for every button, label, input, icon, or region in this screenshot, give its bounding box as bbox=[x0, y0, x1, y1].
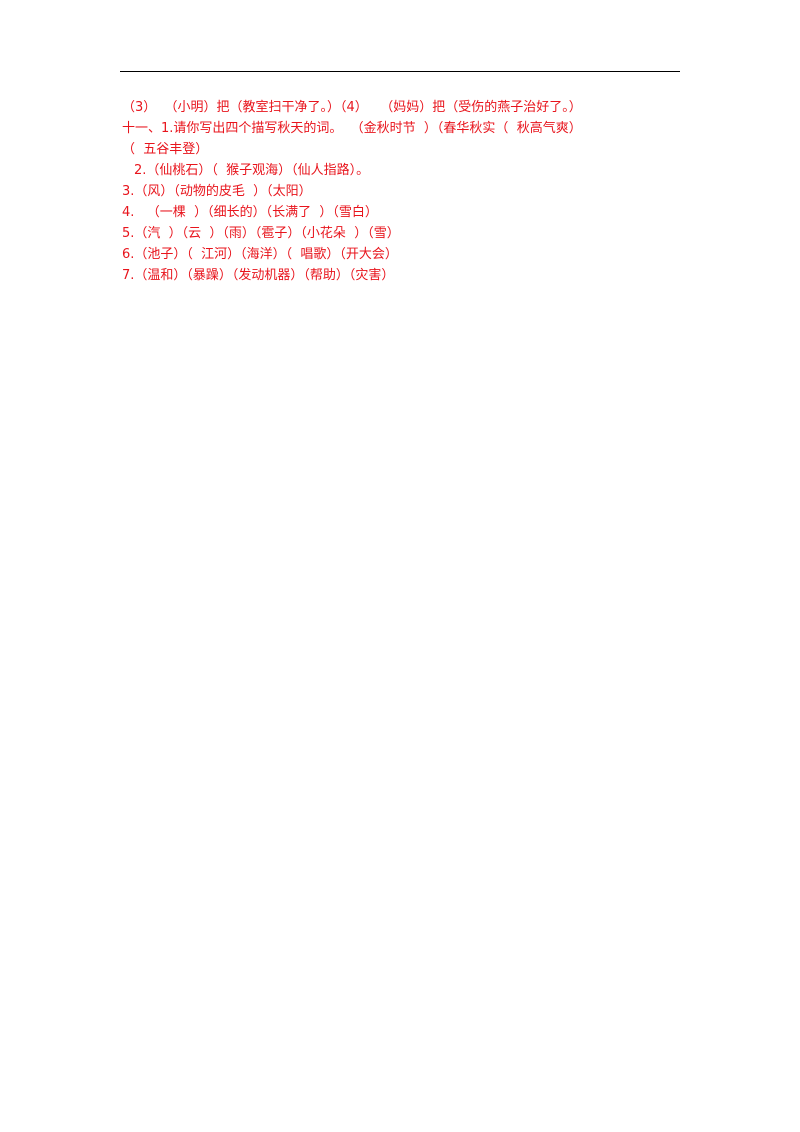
answer-line-q4: 4. （一棵 ）（细长的）（长满了 ）（雪白） bbox=[122, 205, 378, 220]
answer-line-3-4: （3） （小明）把（教室扫干净了。）（4） （妈妈）把（受伤的燕子治好了。） bbox=[122, 100, 582, 115]
answer-line-q2: 2.（仙桃石）（ 猴子观海）（仙人指路）。 bbox=[134, 163, 370, 178]
answer-line-section-11-q1: 十一、1.请你写出四个描写秋天的词。 （金秋时节 ）（春华秋实（ 秋高气爽） bbox=[122, 121, 582, 136]
answer-line-q6: 6.（池子）（ 江河）（海洋）（ 唱歌）（开大会） bbox=[122, 247, 398, 262]
answer-key: （3） （小明）把（教室扫干净了。）（4） （妈妈）把（受伤的燕子治好了。） 十… bbox=[122, 97, 682, 286]
answer-line-q3: 3.（风）（动物的皮毛 ）（太阳） bbox=[122, 184, 312, 199]
answer-line-q7: 7.（温和）（暴躁）（发动机器）（帮助）（灾害） bbox=[122, 268, 395, 283]
header-rule bbox=[120, 71, 680, 72]
answer-line-q5: 5.（汽 ）（云 ）（雨）（雹子）（小花朵 ）（雪） bbox=[122, 226, 400, 241]
answer-line-section-11-q1-cont: （ 五谷丰登） bbox=[122, 142, 209, 157]
